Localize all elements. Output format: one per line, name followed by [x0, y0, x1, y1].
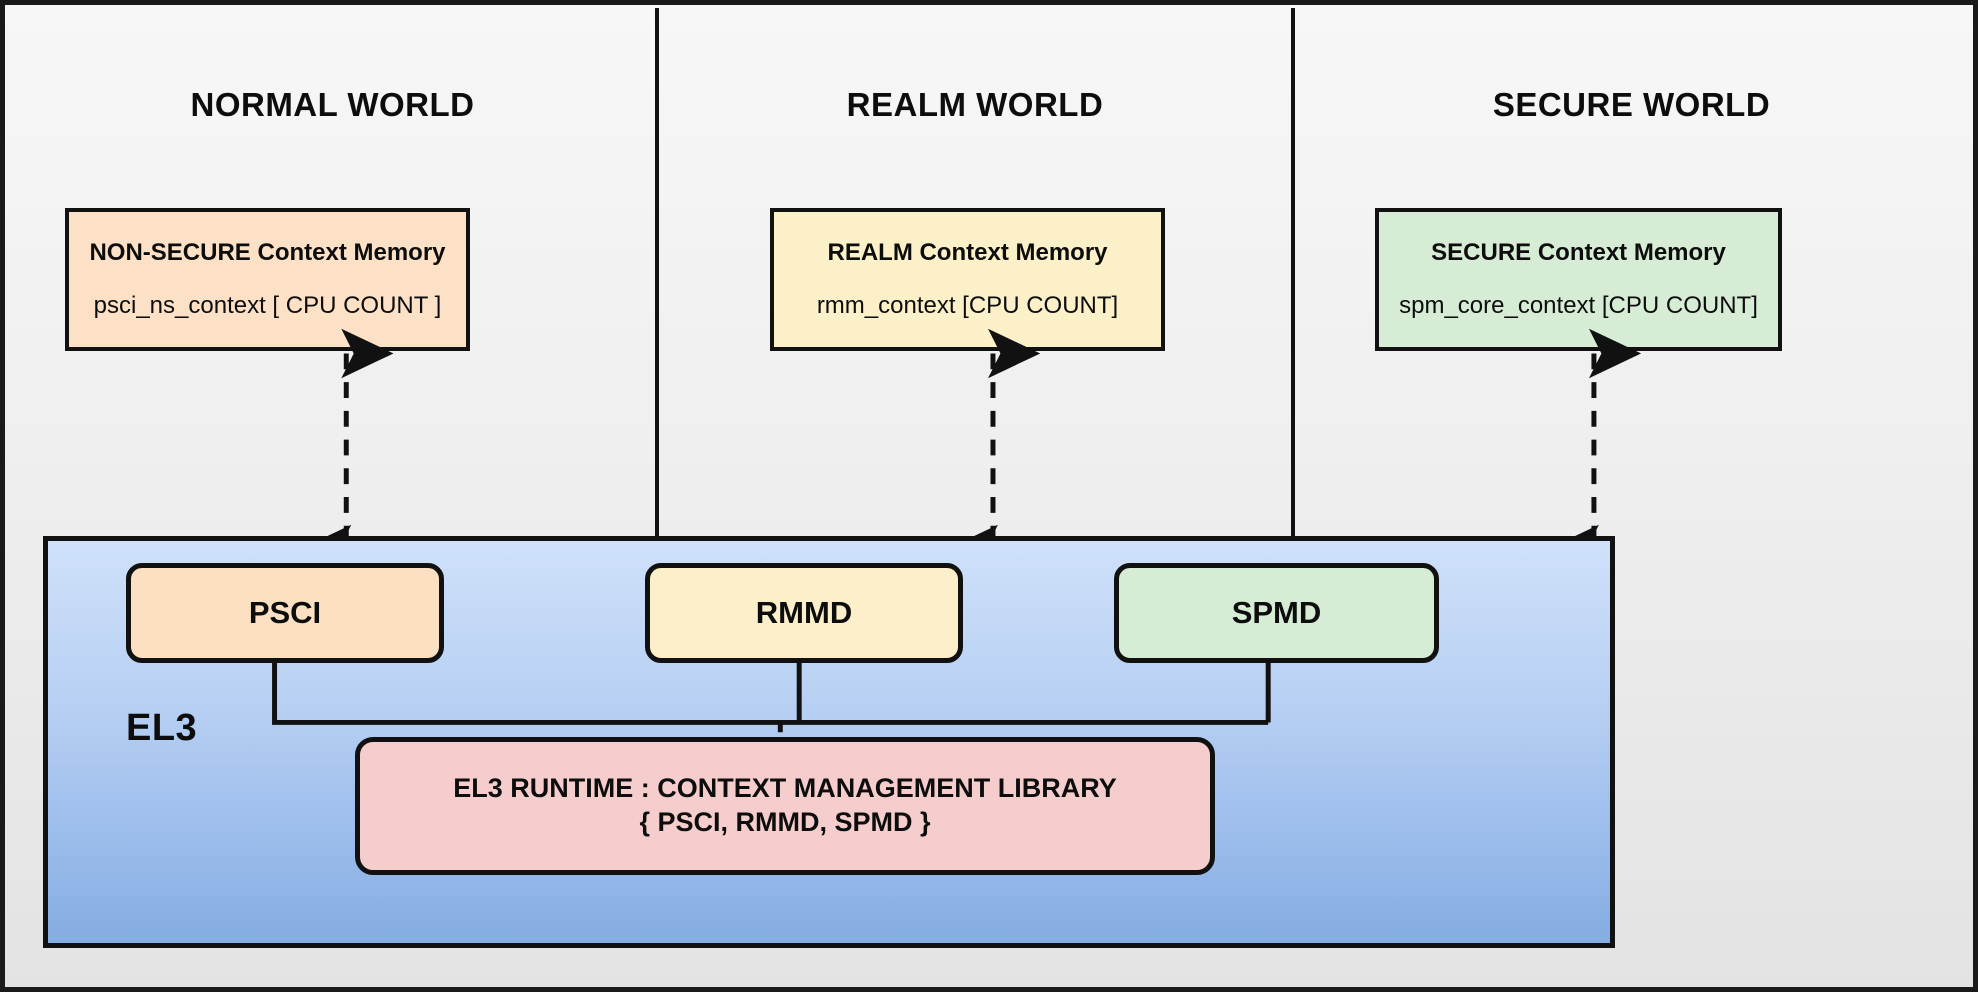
context-memory-box-non-secure: NON-SECURE Context Memory psci_ns_contex…	[65, 208, 470, 351]
context-memory-title-non-secure: NON-SECURE Context Memory	[89, 239, 446, 267]
dispatcher-rmmd[interactable]: RMMD	[645, 563, 963, 663]
context-memory-title-realm: REALM Context Memory	[827, 239, 1108, 267]
context-memory-symbol-secure: spm_core_context [CPU COUNT]	[1399, 291, 1758, 319]
dispatcher-psci[interactable]: PSCI	[126, 563, 444, 663]
world-column-secure: SECURE WORLD SECURE Context Memory spm_c…	[1295, 8, 1968, 538]
dispatcher-rmmd-label: RMMD	[755, 595, 853, 630]
context-memory-symbol-non-secure: psci_ns_context [ CPU COUNT ]	[93, 291, 442, 319]
context-memory-box-secure: SECURE Context Memory spm_core_context […	[1375, 208, 1782, 351]
bus-line-left	[272, 660, 1269, 725]
el3-runtime-library-line2: { PSCI, RMMD, SPMD }	[639, 807, 931, 837]
world-title-normal: NORMAL WORLD	[190, 86, 475, 123]
dispatcher-spmd[interactable]: SPMD	[1114, 563, 1439, 663]
dispatcher-spmd-label: SPMD	[1231, 595, 1322, 630]
context-memory-symbol-realm: rmm_context [CPU COUNT]	[816, 291, 1119, 319]
el3-container: EL3 PSCI RMMD SPMD EL3 RUNTIME : CONTEXT…	[43, 536, 1615, 948]
el3-runtime-library-line1: EL3 RUNTIME : CONTEXT MANAGEMENT LIBRARY	[453, 773, 1117, 804]
world-column-realm: REALM WORLD REALM Context Memory rmm_con…	[659, 8, 1295, 538]
world-column-normal: NORMAL WORLD NON-SECURE Context Memory p…	[10, 8, 659, 538]
worlds-row: NORMAL WORLD NON-SECURE Context Memory p…	[10, 8, 1968, 538]
context-memory-box-realm: REALM Context Memory rmm_context [CPU CO…	[770, 208, 1165, 351]
el3-label: EL3	[126, 707, 198, 749]
world-title-secure: SECURE WORLD	[1492, 86, 1771, 123]
el3-runtime-library-box[interactable]: EL3 RUNTIME : CONTEXT MANAGEMENT LIBRARY…	[355, 737, 1215, 875]
world-title-realm: REALM WORLD	[846, 86, 1104, 123]
context-memory-title-secure: SECURE Context Memory	[1431, 239, 1726, 267]
dispatcher-psci-label: PSCI	[248, 595, 322, 630]
